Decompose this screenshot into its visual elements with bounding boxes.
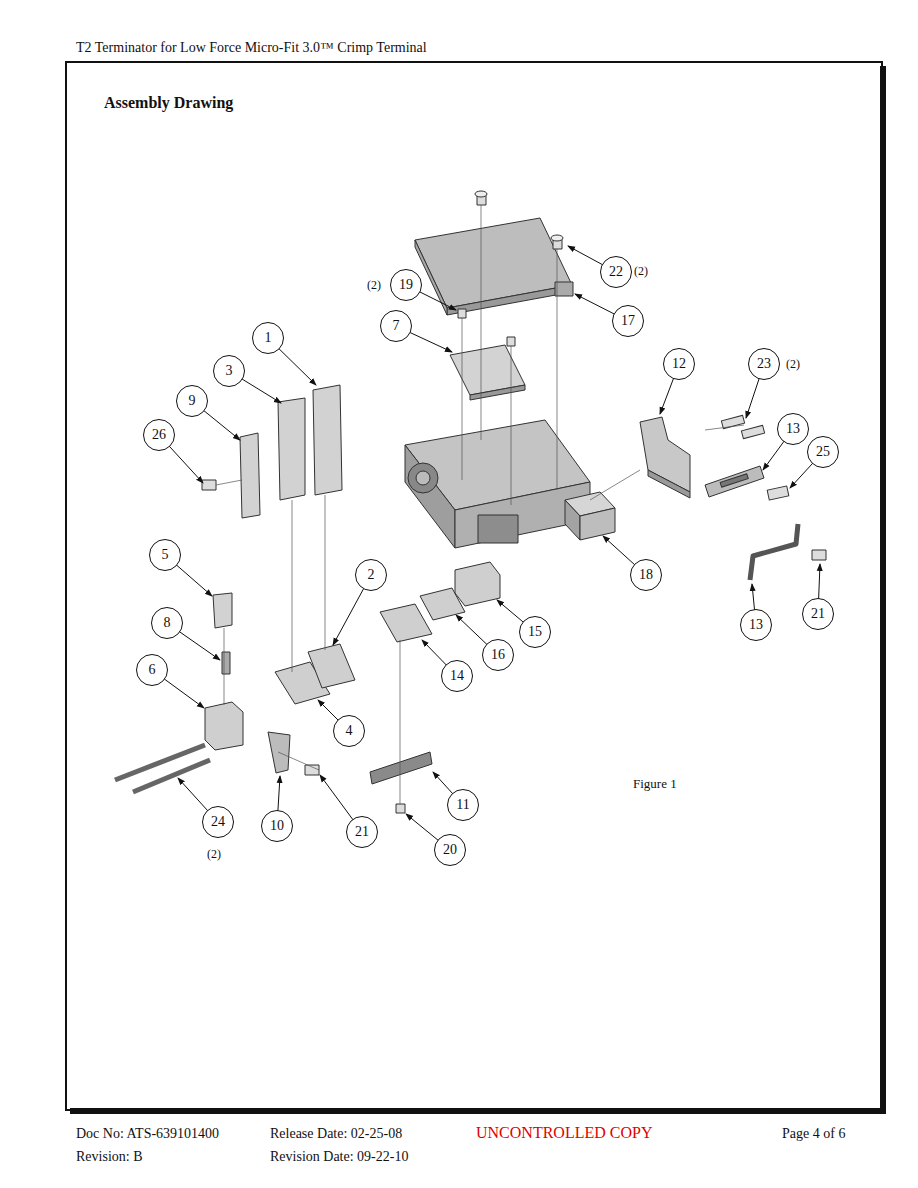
callout-number: 18: [639, 568, 653, 582]
callout-circle: 2: [355, 559, 387, 591]
callout-number: 1: [265, 331, 272, 345]
callout-number: 11: [456, 798, 469, 812]
callout-number: 16: [491, 648, 505, 662]
callout-circle: 4: [333, 715, 365, 747]
callout-number: 13: [786, 422, 800, 436]
figure-caption: Figure 1: [633, 776, 677, 792]
callout-number: 25: [816, 445, 830, 459]
footer-text: Revision: B: [76, 1149, 143, 1166]
copy-status: UNCONTROLLED COPY: [476, 1123, 652, 1142]
callout-number: 15: [528, 625, 542, 639]
callout-circle: 3: [213, 355, 245, 387]
callout-circle: 9: [176, 385, 208, 417]
callout-number: 7: [393, 319, 400, 333]
callout-circle: 21: [346, 816, 378, 848]
callout-number: 20: [443, 843, 457, 857]
callout-circle: 22: [600, 256, 632, 288]
callout-circle: 6: [136, 654, 168, 686]
callout-number: 24: [211, 815, 225, 829]
footer-text: Doc No: ATS-639101400: [76, 1126, 219, 1143]
callout-circle: 12: [663, 348, 695, 380]
callout-number: 26: [152, 428, 166, 442]
drawing-title: Assembly Drawing: [104, 93, 233, 112]
callout-number: 5: [162, 548, 169, 562]
callout-number: 2: [368, 568, 375, 582]
callout-circle: 20: [434, 834, 466, 866]
callout-circle: 7: [380, 310, 412, 342]
callout-number: 21: [355, 825, 369, 839]
callout-circle: 26: [143, 419, 175, 451]
callout-circle: 14: [441, 660, 473, 692]
parts: [115, 191, 826, 813]
callout-number: 17: [621, 314, 635, 328]
callout-number: 3: [226, 364, 233, 378]
callout-circle: 8: [151, 607, 183, 639]
page-header: T2 Terminator for Low Force Micro-Fit 3.…: [76, 40, 427, 57]
callout-number: 23: [757, 357, 771, 371]
callout-number: 13: [749, 618, 763, 632]
quantity-note: (2): [207, 847, 221, 861]
callout-circle: 11: [447, 789, 479, 821]
footer-text: Page 4 of 6: [782, 1126, 845, 1143]
footer-text: Revision Date: 09-22-10: [270, 1149, 408, 1166]
callout-circle: 19: [390, 269, 422, 301]
page-frame: [66, 62, 882, 1110]
callout-number: 12: [672, 357, 686, 371]
callout-circle: 17: [612, 305, 644, 337]
callout-circle: 5: [149, 539, 181, 571]
callout-circle: 15: [519, 616, 551, 648]
callout-number: 14: [450, 669, 464, 683]
assembly-lines: [216, 205, 744, 804]
callout-number: 9: [189, 394, 196, 408]
callout-circle: 1: [252, 322, 284, 354]
callout-number: 10: [270, 819, 284, 833]
leader-lines: [152, 246, 823, 850]
quantity-note: (2): [367, 278, 381, 292]
callout-number: 19: [399, 278, 413, 292]
quantity-note: (2): [634, 264, 648, 278]
callout-circle: 23: [748, 348, 780, 380]
callout-circle: 25: [807, 436, 839, 468]
callout-circle: 16: [482, 639, 514, 671]
callout-circle: 18: [630, 559, 662, 591]
footer-text: Release Date: 02-25-08: [270, 1126, 402, 1143]
callout-number: 22: [609, 265, 623, 279]
callout-circle: 21: [802, 598, 834, 630]
callout-number: 4: [346, 724, 353, 738]
quantity-note: (2): [786, 357, 800, 371]
callout-number: 8: [164, 616, 171, 630]
callout-circle: 13: [740, 609, 772, 641]
callout-circle: 24: [202, 806, 234, 838]
callout-number: 21: [811, 607, 825, 621]
callout-circle: 10: [261, 810, 293, 842]
callout-number: 6: [149, 663, 156, 677]
callout-circle: 13: [777, 413, 809, 445]
